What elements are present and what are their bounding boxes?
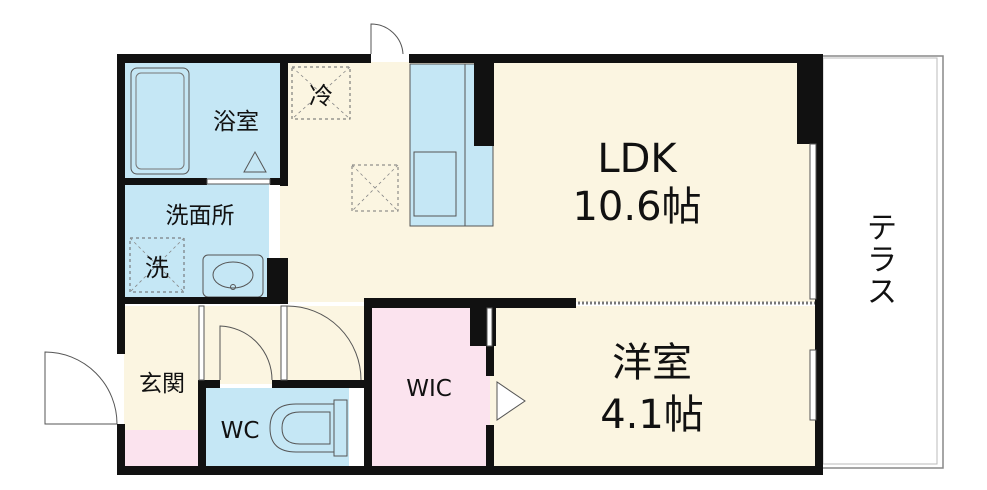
- wall-right-mid: [815, 144, 823, 466]
- bath-drain-triangle: [243, 150, 267, 173]
- washer-cross-2: [129, 237, 185, 293]
- vanity-drain: [230, 284, 236, 290]
- storage-hatch-cross-2: [351, 164, 399, 212]
- wall-wic-right: [486, 346, 494, 376]
- wall-bath-right: [280, 54, 288, 186]
- washroom-label: 洗面所: [166, 203, 235, 229]
- wall-wic-right-low: [486, 425, 494, 475]
- wall-wc-top: [198, 380, 220, 388]
- entrance-floor: [124, 306, 202, 430]
- wall-right-upper: [797, 54, 823, 144]
- terrace: [820, 55, 944, 469]
- room-fills: [124, 62, 816, 468]
- storage-hatch: [351, 164, 399, 212]
- kitchen-counter-body: [409, 63, 466, 227]
- wic-shelf-triangle: [496, 381, 526, 421]
- ldk-floor: [280, 62, 816, 302]
- window-ldk-right: [809, 143, 817, 300]
- ldk-name-label: LDK: [597, 136, 678, 182]
- fixtures: [129, 66, 815, 457]
- wc-door-swing: [219, 325, 273, 381]
- fridge-space: [291, 66, 351, 120]
- washer-space: [129, 237, 185, 293]
- wall-left-upper: [117, 54, 125, 354]
- window-bath-bottom: [206, 178, 271, 185]
- toilet-tank: [333, 399, 348, 457]
- wall-wc-left: [198, 380, 206, 475]
- wall-bath-bottom-r: [270, 178, 288, 185]
- wall-bottom: [117, 466, 823, 475]
- wall-wash-bottom: [117, 297, 288, 304]
- toilet-bowl: [269, 403, 335, 453]
- doors: [44, 23, 404, 425]
- wall-top-left: [117, 54, 371, 63]
- wc-label: WC: [221, 418, 260, 444]
- bathtub: [130, 67, 190, 175]
- wall-top-right: [409, 54, 823, 63]
- western-name-label: 洋室: [612, 340, 692, 386]
- windows: [198, 143, 817, 421]
- fridge-label: 冷: [309, 82, 333, 110]
- terrace-outline: [820, 55, 944, 469]
- wall-entrance-inner: [198, 305, 205, 381]
- vanity-bowl: [212, 261, 254, 289]
- kitchen-pillar: [474, 54, 494, 146]
- top-door-swing: [370, 23, 404, 55]
- entrance-genkan-floor: [124, 430, 202, 468]
- labels: LDK 10.6帖 洋室 4.1帖 浴室 洗面所 玄関 WIC WC 冷 洗 テ…: [139, 82, 897, 444]
- wall-wash-right: [267, 258, 288, 304]
- front-door-swing: [44, 351, 118, 425]
- fridge-cross-2: [291, 66, 351, 120]
- wall-bath-bottom: [117, 178, 207, 185]
- wall-wic-door: [486, 307, 493, 347]
- bathtub-inner: [135, 72, 185, 170]
- toilet-seat: [281, 411, 331, 445]
- window-western-right: [809, 349, 817, 421]
- ldk-size-label: 10.6帖: [572, 184, 701, 230]
- wic-label: WIC: [406, 376, 452, 402]
- wall-left-lower: [117, 424, 125, 475]
- bath-label: 浴室: [213, 109, 259, 135]
- wall-wc-top-r: [272, 380, 368, 388]
- hall-door-swing: [286, 305, 362, 381]
- walls: [117, 54, 823, 475]
- terrace-label: テラス: [867, 211, 897, 310]
- washer-label: 洗: [145, 254, 169, 282]
- western-room-floor: [490, 306, 816, 466]
- vanity-basin: [202, 254, 264, 298]
- entrance-label: 玄関: [139, 371, 185, 397]
- kitchen-sink: [413, 151, 457, 217]
- western-size-label: 4.1帖: [600, 392, 704, 438]
- wall-hall-inner: [280, 305, 288, 381]
